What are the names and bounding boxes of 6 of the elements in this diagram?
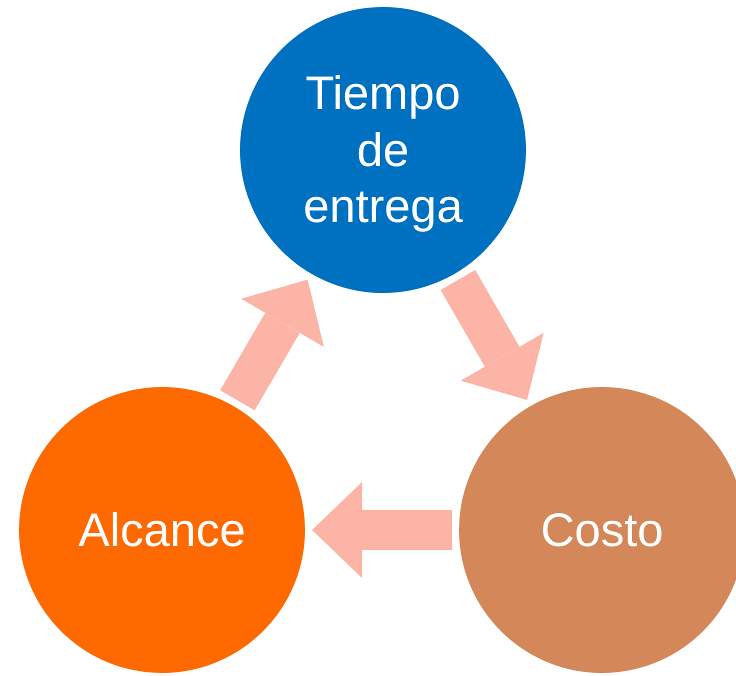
block-arrow xyxy=(440,270,544,400)
node-label: Costo xyxy=(540,502,664,558)
node-label: Alcance xyxy=(78,502,246,558)
node-label: Tiempo de entrega xyxy=(302,65,464,234)
block-arrow xyxy=(312,482,452,578)
block-arrow xyxy=(220,280,324,410)
